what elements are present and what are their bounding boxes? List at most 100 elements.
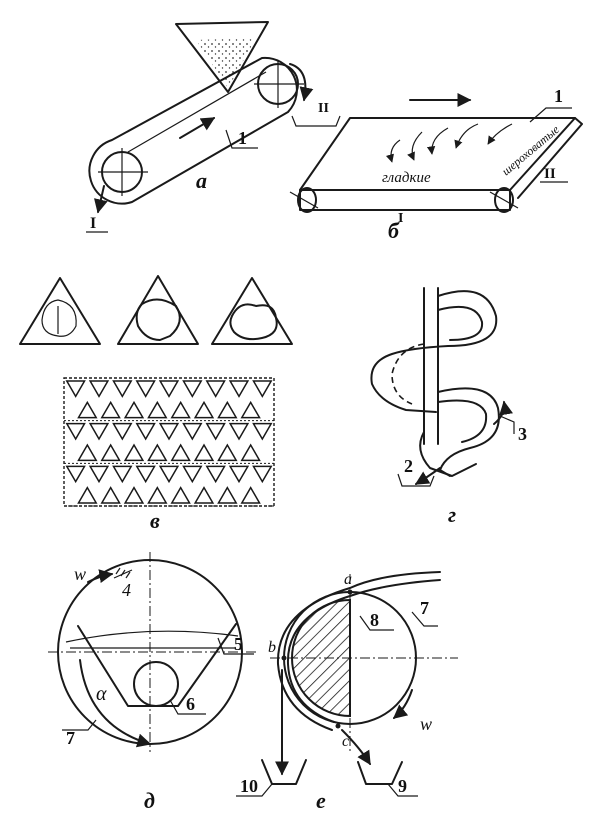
- panel-d-drum: w 4 α 5 6 7 д: [48, 552, 256, 813]
- cell-triangle: [112, 465, 133, 484]
- panel-label-g: г: [448, 502, 456, 527]
- cell-triangle: [112, 422, 133, 441]
- panel-label-d: д: [144, 788, 155, 813]
- hopper-grain: [196, 38, 256, 88]
- cell-triangle: [65, 380, 86, 398]
- cell-triangle: [112, 380, 133, 398]
- seed-2: [135, 298, 181, 341]
- output-arrow-ii: [289, 63, 314, 102]
- cell-triangle: [77, 486, 98, 504]
- panel-label-b: б: [388, 218, 400, 243]
- label-b-smooth: гладкие: [382, 170, 431, 186]
- cell-triangle: [100, 443, 121, 462]
- cell-triangle: [135, 380, 156, 398]
- cell-triangle: [158, 380, 180, 398]
- cell-triangle: [170, 443, 191, 462]
- label-e-a: a: [344, 571, 352, 588]
- cell-triangle: [228, 380, 250, 398]
- cell-triangle: [158, 422, 180, 441]
- label-g-3: 3: [518, 424, 527, 444]
- cell-marks-4: [113, 567, 133, 579]
- cell-triangle: [100, 486, 121, 504]
- cell-triangle: [182, 422, 203, 441]
- roller-right: [494, 187, 514, 213]
- label-b-output-ii: II: [544, 166, 556, 182]
- cell-triangle-3: [211, 277, 293, 345]
- cell-triangle: [193, 400, 215, 419]
- label-d-4: 4: [122, 580, 131, 600]
- cell-triangle-1: [19, 277, 101, 345]
- cell-triangle: [88, 380, 110, 398]
- cell-triangle: [135, 422, 156, 441]
- hopper-9: [357, 761, 403, 785]
- cell-grid: [63, 377, 275, 507]
- hopper-10: [261, 759, 307, 785]
- cell-triangle: [147, 443, 168, 462]
- cell-triangle: [217, 443, 238, 462]
- panel-e-drum: a b c 7 8 w 10 9 е: [236, 571, 458, 813]
- label-e-7: 7: [420, 598, 429, 618]
- cell-triangle: [123, 443, 145, 462]
- cell-triangle: [65, 465, 86, 484]
- panel-v-triangular-cells: в: [19, 275, 293, 533]
- label-d-6: 6: [186, 694, 195, 714]
- panel-b-tilted-belt: гладкие шероховатые 1 II I б: [289, 86, 583, 243]
- auger-tube: [133, 661, 179, 707]
- label-b-output-i: I: [398, 211, 403, 226]
- cell-triangle: [123, 486, 145, 504]
- cell-triangle: [100, 400, 121, 419]
- cell-triangle: [88, 465, 110, 484]
- cell-triangle: [65, 422, 86, 441]
- cell-triangle: [135, 465, 156, 484]
- hopper: [175, 21, 269, 93]
- cell-triangle: [158, 465, 180, 484]
- cell-triangle: [88, 422, 110, 441]
- cell-triangle: [147, 400, 168, 419]
- label-g-2: 2: [404, 456, 413, 476]
- cell-triangle: [147, 486, 168, 504]
- label-e-b: b: [268, 639, 276, 656]
- cell-triangle: [252, 422, 273, 441]
- cell-triangle: [240, 443, 261, 462]
- cell-triangle: [193, 443, 215, 462]
- cell-triangle: [170, 486, 191, 504]
- roller-left: [297, 187, 317, 213]
- label-a-output-ii: II: [318, 101, 329, 116]
- cell-triangle: [217, 400, 238, 419]
- cell-triangle: [205, 422, 226, 441]
- cell-triangle: [205, 465, 226, 484]
- label-a-belt-1: 1: [238, 128, 247, 148]
- spiral-flight-lower: [437, 387, 500, 477]
- cell-triangle: [228, 465, 250, 484]
- cell-triangle: [240, 486, 261, 504]
- seed-1: [41, 299, 77, 337]
- belt-inclined: [88, 56, 298, 205]
- panel-g-spiral-separator: 2 3 г: [370, 287, 527, 527]
- label-e-c: c: [342, 733, 349, 750]
- panel-label-v: в: [150, 508, 160, 533]
- belt-plate-front: [299, 189, 511, 211]
- cell-triangle: [193, 486, 215, 504]
- label-e-8: 8: [370, 610, 379, 630]
- label-e-10: 10: [240, 776, 258, 796]
- output-arrow-i: [94, 185, 108, 214]
- seed-3: [229, 303, 278, 341]
- label-d-alpha: α: [96, 683, 107, 705]
- cell-triangle: [182, 380, 203, 398]
- cell-triangle: [77, 400, 98, 419]
- label-b-belt-1: 1: [554, 86, 563, 106]
- cell-triangle: [182, 465, 203, 484]
- belt-e-outer: [276, 571, 441, 731]
- cell-triangle: [228, 422, 250, 441]
- cell-triangle: [123, 400, 145, 419]
- cell-triangle: [205, 380, 226, 398]
- label-e-omega: w: [420, 714, 432, 734]
- panel-label-a: а: [196, 168, 207, 193]
- cell-triangle: [77, 443, 98, 462]
- cell-triangle: [217, 486, 238, 504]
- cell-triangle: [240, 400, 261, 419]
- panel-label-e: е: [316, 788, 326, 813]
- cell-triangle-2: [117, 275, 199, 345]
- cell-triangle: [252, 465, 273, 484]
